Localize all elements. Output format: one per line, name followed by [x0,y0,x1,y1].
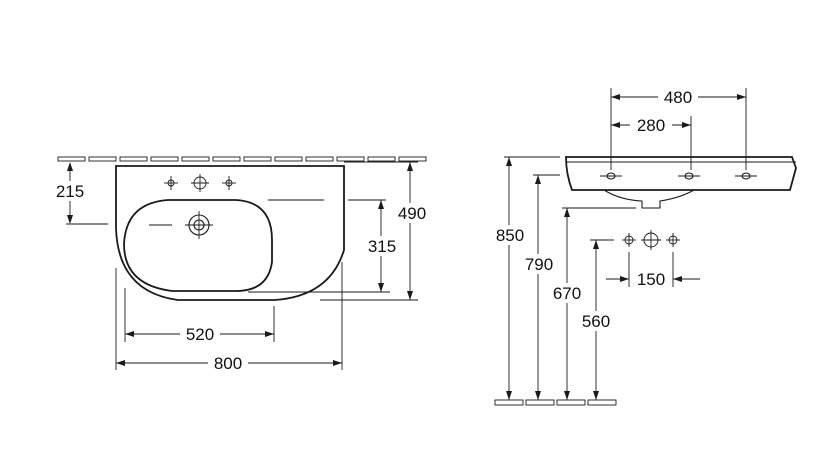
side-view: 480 280 850 790 [490,87,797,406]
dim-560: 560 [577,240,615,400]
floor-tiles-side [494,399,617,406]
wall-tiles-front [57,156,427,162]
dim-215-label: 215 [56,182,84,201]
basin-profile [565,156,797,191]
dim-490: 490 [392,162,430,300]
dim-790-label: 790 [525,255,553,274]
dim-800: 800 [115,262,343,373]
dim-150-label: 150 [637,270,665,289]
dim-670-label: 670 [553,284,581,303]
dim-800-label: 800 [214,354,242,373]
dim-280: 280 [611,115,692,170]
supply-right-icon [666,233,680,247]
dim-150: 150 [606,252,700,289]
tap-hole-left-icon [164,176,178,190]
dim-480: 480 [610,87,747,170]
dim-520: 520 [124,288,275,344]
dim-670: 670 [548,208,586,400]
bowl-outline [123,199,273,292]
basin-outline [115,165,345,301]
dim-850-label: 850 [496,226,524,245]
tap-hole-icons [164,174,236,192]
tap-hole-center-icon [191,174,209,192]
dim-560-label: 560 [582,312,610,331]
dim-490-label: 490 [398,204,426,223]
supply-center-icon [641,230,661,250]
dim-315-label: 315 [368,237,396,256]
profile-tap-holes [600,172,757,180]
supply-connection-icons [590,230,680,250]
dim-480-label: 480 [664,88,692,107]
supply-left-icon [622,233,636,247]
waste-profile [603,189,695,209]
front-view: 215 490 315 520 [50,156,430,373]
dim-520-label: 520 [186,325,214,344]
dim-215: 215 [50,162,88,224]
dim-280-label: 280 [637,116,665,135]
dim-790: 790 [519,175,557,400]
dim-850: 850 [490,157,528,400]
tap-hole-right-icon [222,176,236,190]
dim-315: 315 [362,200,400,292]
